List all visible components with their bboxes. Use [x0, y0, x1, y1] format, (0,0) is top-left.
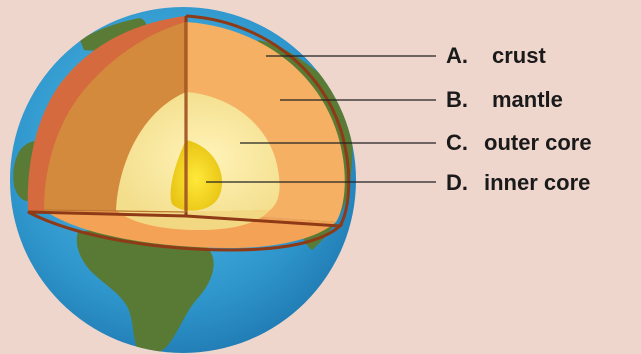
south-america-landmass	[76, 230, 214, 353]
inner-core-layer	[170, 140, 222, 211]
label-b-letter: B.	[446, 87, 468, 112]
label-a-letter: A.	[446, 43, 468, 68]
label-c-name: outer core	[484, 130, 592, 155]
label-b-name: mantle	[492, 87, 563, 112]
mantle-core-boundary	[43, 22, 187, 213]
label-d-letter: D.	[446, 170, 468, 195]
label-d-name: inner core	[484, 170, 590, 195]
label-c-letter: C.	[446, 130, 468, 155]
label-a-name: crust	[492, 43, 546, 68]
